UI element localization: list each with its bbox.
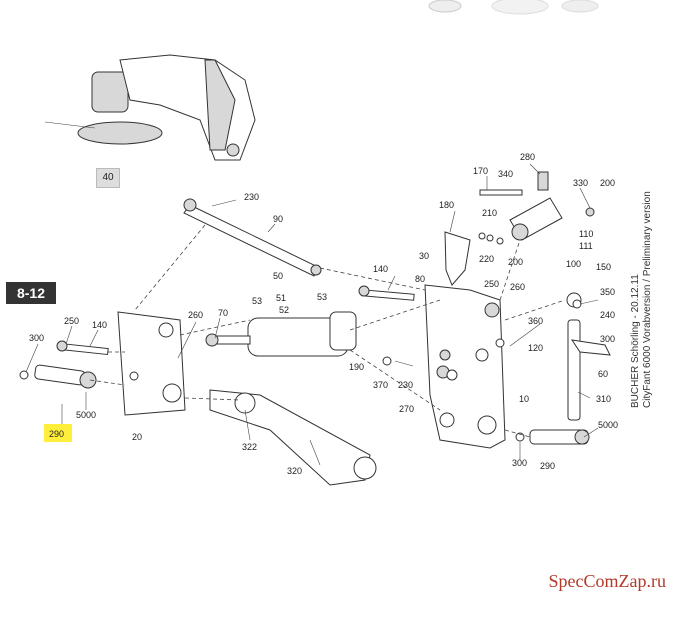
highlighted-label-svg: 290 bbox=[49, 429, 64, 439]
pin-140-left bbox=[56, 340, 109, 356]
part-label-180: 180 bbox=[439, 200, 454, 210]
cylinder-52 bbox=[205, 311, 357, 357]
part-label-230-mid: 230 bbox=[398, 380, 413, 390]
bracket-20 bbox=[117, 311, 186, 416]
frame-10 bbox=[424, 284, 506, 449]
part-label-50: 50 bbox=[273, 271, 283, 281]
leader-lines bbox=[25, 163, 599, 466]
part-label-300: 300 bbox=[29, 333, 44, 343]
part-label-340: 340 bbox=[498, 169, 513, 179]
page-number-badge: 8-12 bbox=[6, 282, 56, 304]
side-text-line2: CityFant 6000 Vorabversion / Preliminary… bbox=[642, 191, 653, 408]
part-label-110: 110 bbox=[579, 229, 593, 239]
arm-320 bbox=[209, 389, 377, 486]
part-label-260-right: 260 bbox=[510, 282, 525, 292]
part-label-90: 90 bbox=[273, 214, 283, 224]
part-label-140-mid: 140 bbox=[373, 264, 388, 274]
part-label-370: 370 bbox=[373, 380, 388, 390]
part-label-280: 280 bbox=[520, 152, 535, 162]
overview-label: 40 bbox=[96, 168, 120, 188]
top-edge-artifacts bbox=[428, 0, 599, 15]
part-label-290-bottom: 290 bbox=[540, 461, 555, 471]
part-label-120: 120 bbox=[528, 343, 543, 353]
part-label-330: 330 bbox=[573, 178, 588, 188]
part-label-320: 320 bbox=[287, 466, 302, 476]
part-label-10: 10 bbox=[519, 394, 529, 404]
assembly-lines bbox=[89, 224, 566, 438]
part-label-322: 322 bbox=[242, 442, 257, 452]
part-label-20: 20 bbox=[132, 432, 142, 442]
cylinder-290-bottom bbox=[515, 429, 590, 445]
left-cylinder-290 bbox=[19, 364, 97, 389]
cylinder-110 bbox=[479, 171, 563, 241]
part-label-200-mid: 200 bbox=[508, 257, 523, 267]
part-label-300-bottom: 300 bbox=[512, 458, 527, 468]
bracket-30 bbox=[444, 231, 471, 286]
part-label-70: 70 bbox=[218, 308, 228, 318]
part-label-190: 190 bbox=[349, 362, 364, 372]
part-label-60: 60 bbox=[598, 369, 608, 379]
overview-assembly bbox=[44, 54, 256, 161]
part-label-53: 53 bbox=[252, 296, 262, 306]
part-label-270: 270 bbox=[399, 404, 414, 414]
part-label-140: 140 bbox=[92, 320, 107, 330]
side-text-line1: BUCHER Schörling - 20.12.11 bbox=[630, 274, 641, 408]
part-label-230: 230 bbox=[244, 192, 259, 202]
part-label-111: 111 bbox=[579, 241, 593, 251]
part-label-250-right: 250 bbox=[484, 279, 499, 289]
highlighted-part-label-290: 290 bbox=[49, 429, 64, 439]
watermark: SpecComZap.ru bbox=[548, 571, 666, 591]
link-90 bbox=[183, 198, 322, 277]
part-label-220: 220 bbox=[479, 254, 494, 264]
part-label-30: 30 bbox=[419, 251, 429, 261]
part-label-360: 360 bbox=[528, 316, 543, 326]
part-label-5000-right: 5000 bbox=[598, 420, 618, 430]
pin-140-mid bbox=[358, 285, 415, 301]
part-label-80: 80 bbox=[415, 274, 425, 284]
part-label-200: 200 bbox=[600, 178, 615, 188]
part-label-240: 240 bbox=[600, 310, 615, 320]
cylinder-310 bbox=[566, 292, 611, 421]
part-label-210: 210 bbox=[482, 208, 497, 218]
part-label-350: 350 bbox=[600, 287, 615, 297]
part-label-310: 310 bbox=[596, 394, 611, 404]
part-number-labels: 300 250 140 5000 20 260 70 230 90 50 53 … bbox=[29, 152, 618, 476]
part-label-5000: 5000 bbox=[76, 410, 96, 420]
part-label-51: 51 bbox=[276, 293, 286, 303]
part-label-53-b: 53 bbox=[317, 292, 327, 302]
part-label-170: 170 bbox=[473, 166, 488, 176]
part-label-52: 52 bbox=[279, 305, 289, 315]
part-label-150: 150 bbox=[596, 262, 611, 272]
document-side-text: BUCHER Schörling - 20.12.11 CityFant 600… bbox=[630, 48, 654, 408]
part-label-250: 250 bbox=[64, 316, 79, 326]
part-label-300-right: 300 bbox=[600, 334, 615, 344]
part-label-260: 260 bbox=[188, 310, 203, 320]
part-label-100: 100 bbox=[566, 259, 581, 269]
highlighted-label-box: 290 bbox=[44, 424, 72, 442]
